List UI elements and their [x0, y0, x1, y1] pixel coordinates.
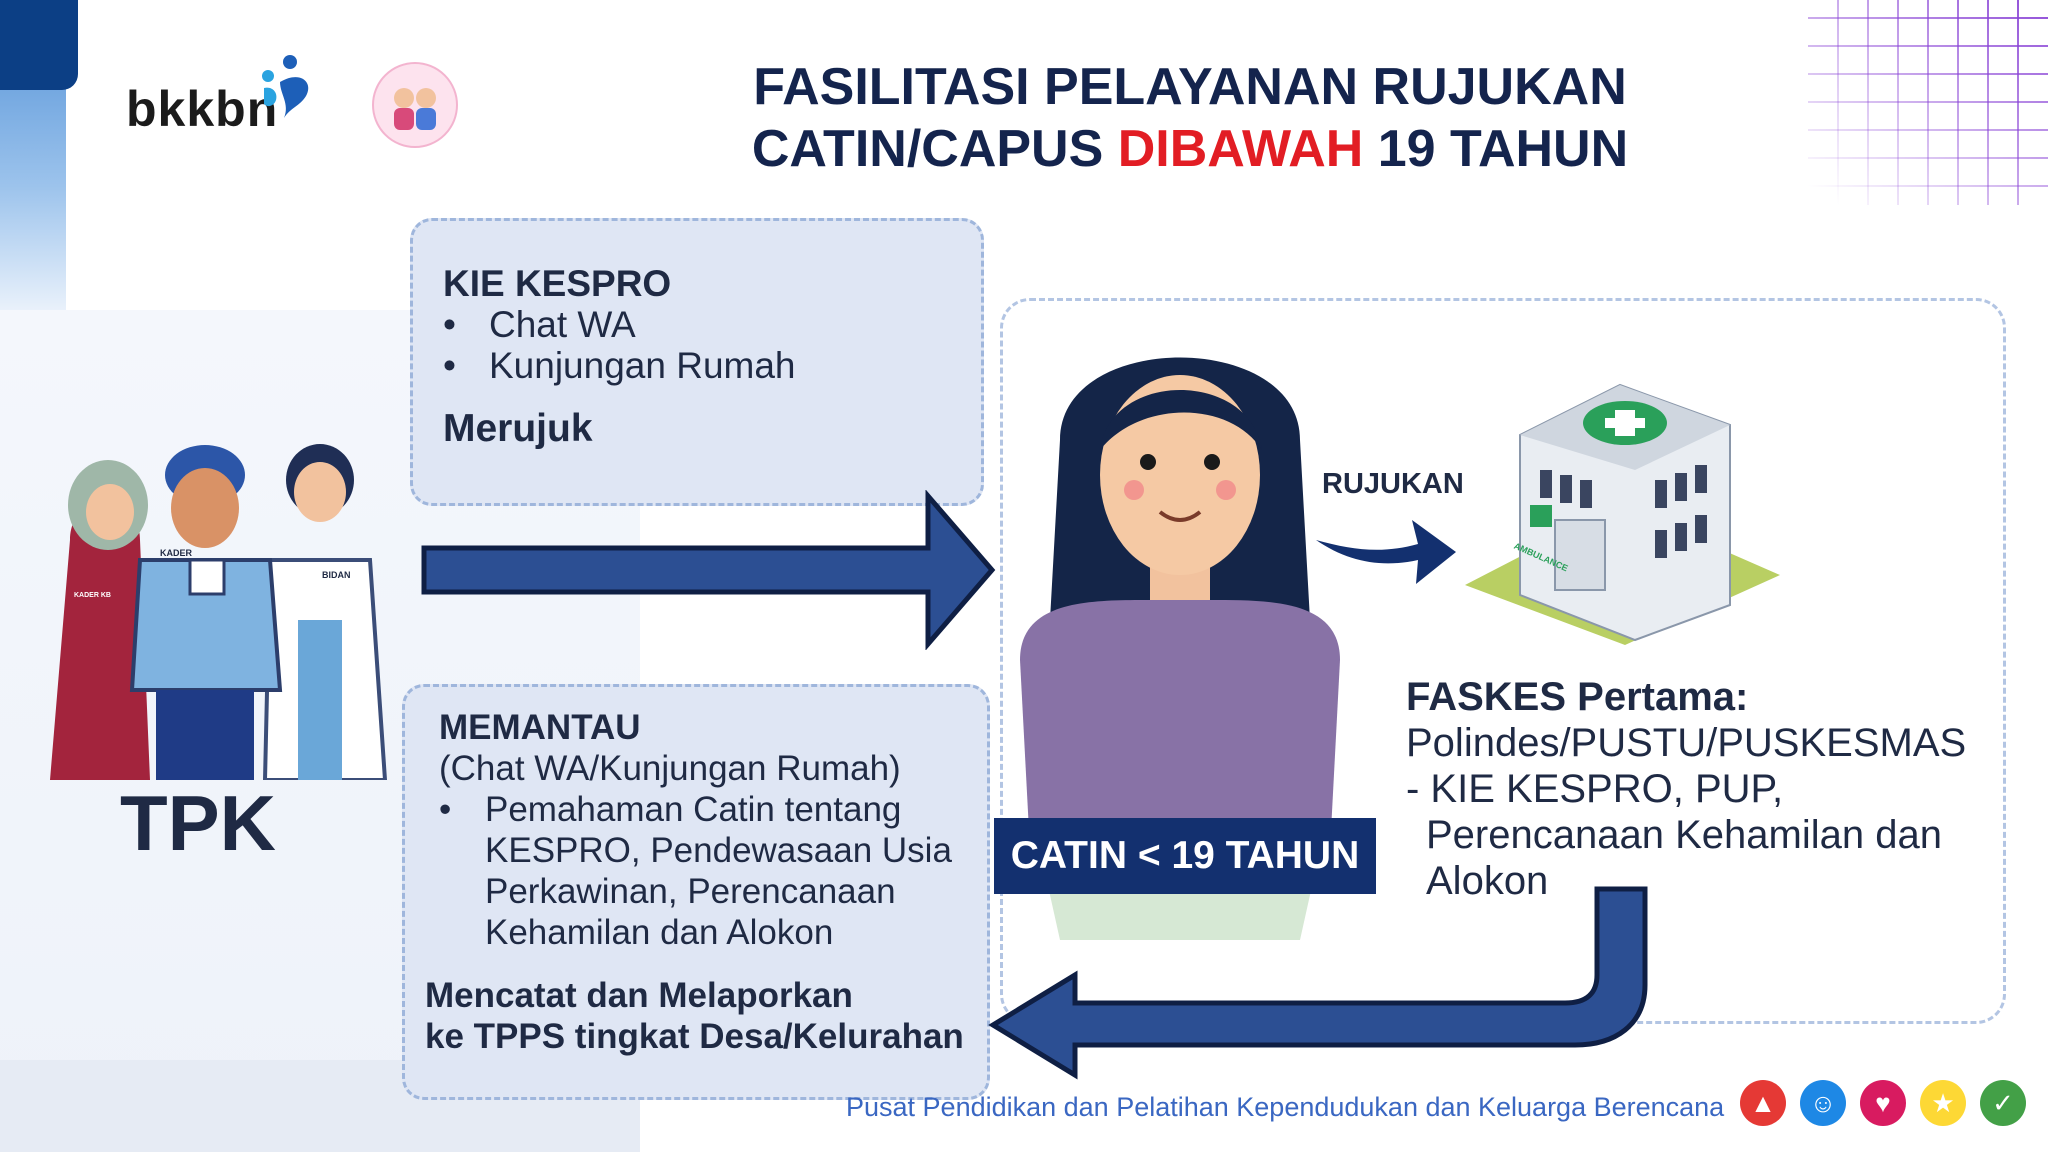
bkkbn-logo-icon	[262, 55, 309, 118]
kie-kespro-panel: KIE KESPRO Chat WA Kunjungan Rumah Meruj…	[410, 218, 984, 506]
right-arrow	[421, 490, 996, 650]
kie-kespro-heading: KIE KESPRO	[443, 263, 672, 304]
reporting-line-1: Mencatat dan Melaporkan	[425, 976, 853, 1015]
reporting-line-2: ke TPPS tingkat Desa/Kelurahan	[425, 1017, 964, 1056]
title-line-2-start: CATIN/CAPUS	[751, 120, 1118, 178]
footer-icons: ▲ ☺ ♥ ★ ✓	[1740, 1080, 2026, 1126]
tpk-label: TPK	[120, 779, 276, 867]
faskes-line-4: Alokon	[1426, 859, 1549, 903]
heart-check-icon: ✓	[1980, 1080, 2026, 1126]
badge-kader-kb: KADER KB	[74, 592, 111, 599]
smile-icon: ☺	[1800, 1080, 1846, 1126]
tpk-team-illustration	[50, 444, 388, 780]
title-line-1: FASILITASI PELAYANAN RUJUKAN	[753, 58, 1627, 116]
heart-hands-icon: ♥	[1860, 1080, 1906, 1126]
grid-decoration	[1808, 0, 2048, 205]
memantau-subheading: (Chat WA/Kunjungan Rumah)	[439, 749, 901, 788]
list-item: Chat WA	[443, 304, 796, 345]
merujuk-label: Merujuk	[443, 407, 593, 450]
reporting-note: Mencatat dan Melaporkan ke TPPS tingkat …	[425, 975, 964, 1057]
title-line-2: CATIN/CAPUS DIBAWAH 19 TAHUN	[600, 118, 1780, 180]
rujukan-label: RUJUKAN	[1322, 468, 1464, 500]
return-arrow	[988, 886, 1648, 1080]
rujukan-arrow-icon	[1316, 520, 1456, 584]
faskes-heading: FASKES Pertama:	[1406, 675, 1749, 719]
badge-bidan: BIDAN	[322, 570, 351, 580]
program-logo	[372, 62, 458, 148]
faskes-line-2: - KIE KESPRO, PUP,	[1406, 767, 1784, 811]
list-item: Kunjungan Rumah	[443, 345, 796, 386]
catin-label-box: CATIN < 19 TAHUN	[994, 818, 1376, 894]
faskes-info: FASKES Pertama: Polindes/PUSTU/PUSKESMAS…	[1406, 674, 1966, 904]
corner-accent	[0, 0, 78, 90]
page-title: FASILITASI PELAYANAN RUJUKAN CATIN/CAPUS…	[600, 56, 1780, 180]
lightbulb-icon: ★	[1920, 1080, 1966, 1126]
hospital-building-icon	[1465, 383, 1780, 645]
badge-kader: KADER	[160, 548, 193, 558]
kie-kespro-list: Chat WA Kunjungan Rumah	[443, 304, 796, 386]
memantau-panel: MEMANTAU (Chat WA/Kunjungan Rumah) Pemah…	[402, 684, 990, 1100]
footer-text: Pusat Pendidikan dan Pelatihan Kependudu…	[846, 1092, 1725, 1122]
memantau-heading: MEMANTAU	[439, 708, 641, 747]
faskes-line-3: Perencanaan Kehamilan dan	[1426, 813, 1942, 857]
title-highlight: DIBAWAH	[1117, 120, 1364, 178]
title-line-2-end: 19 TAHUN	[1363, 120, 1629, 178]
faskes-line-1: Polindes/PUSTU/PUSKESMAS	[1406, 721, 1967, 765]
thumbs-up-icon: ▲	[1740, 1080, 1786, 1126]
memantau-list: Pemahaman Catin tentang KESPRO, Pendewas…	[439, 789, 969, 953]
bkkbn-logo-text: bkkbn	[126, 81, 279, 137]
kie-kespro-content: KIE KESPRO Chat WA Kunjungan Rumah Meruj…	[443, 263, 796, 449]
memantau-content: MEMANTAU (Chat WA/Kunjungan Rumah) Pemah…	[439, 707, 969, 953]
list-item: Pemahaman Catin tentang KESPRO, Pendewas…	[439, 789, 969, 953]
